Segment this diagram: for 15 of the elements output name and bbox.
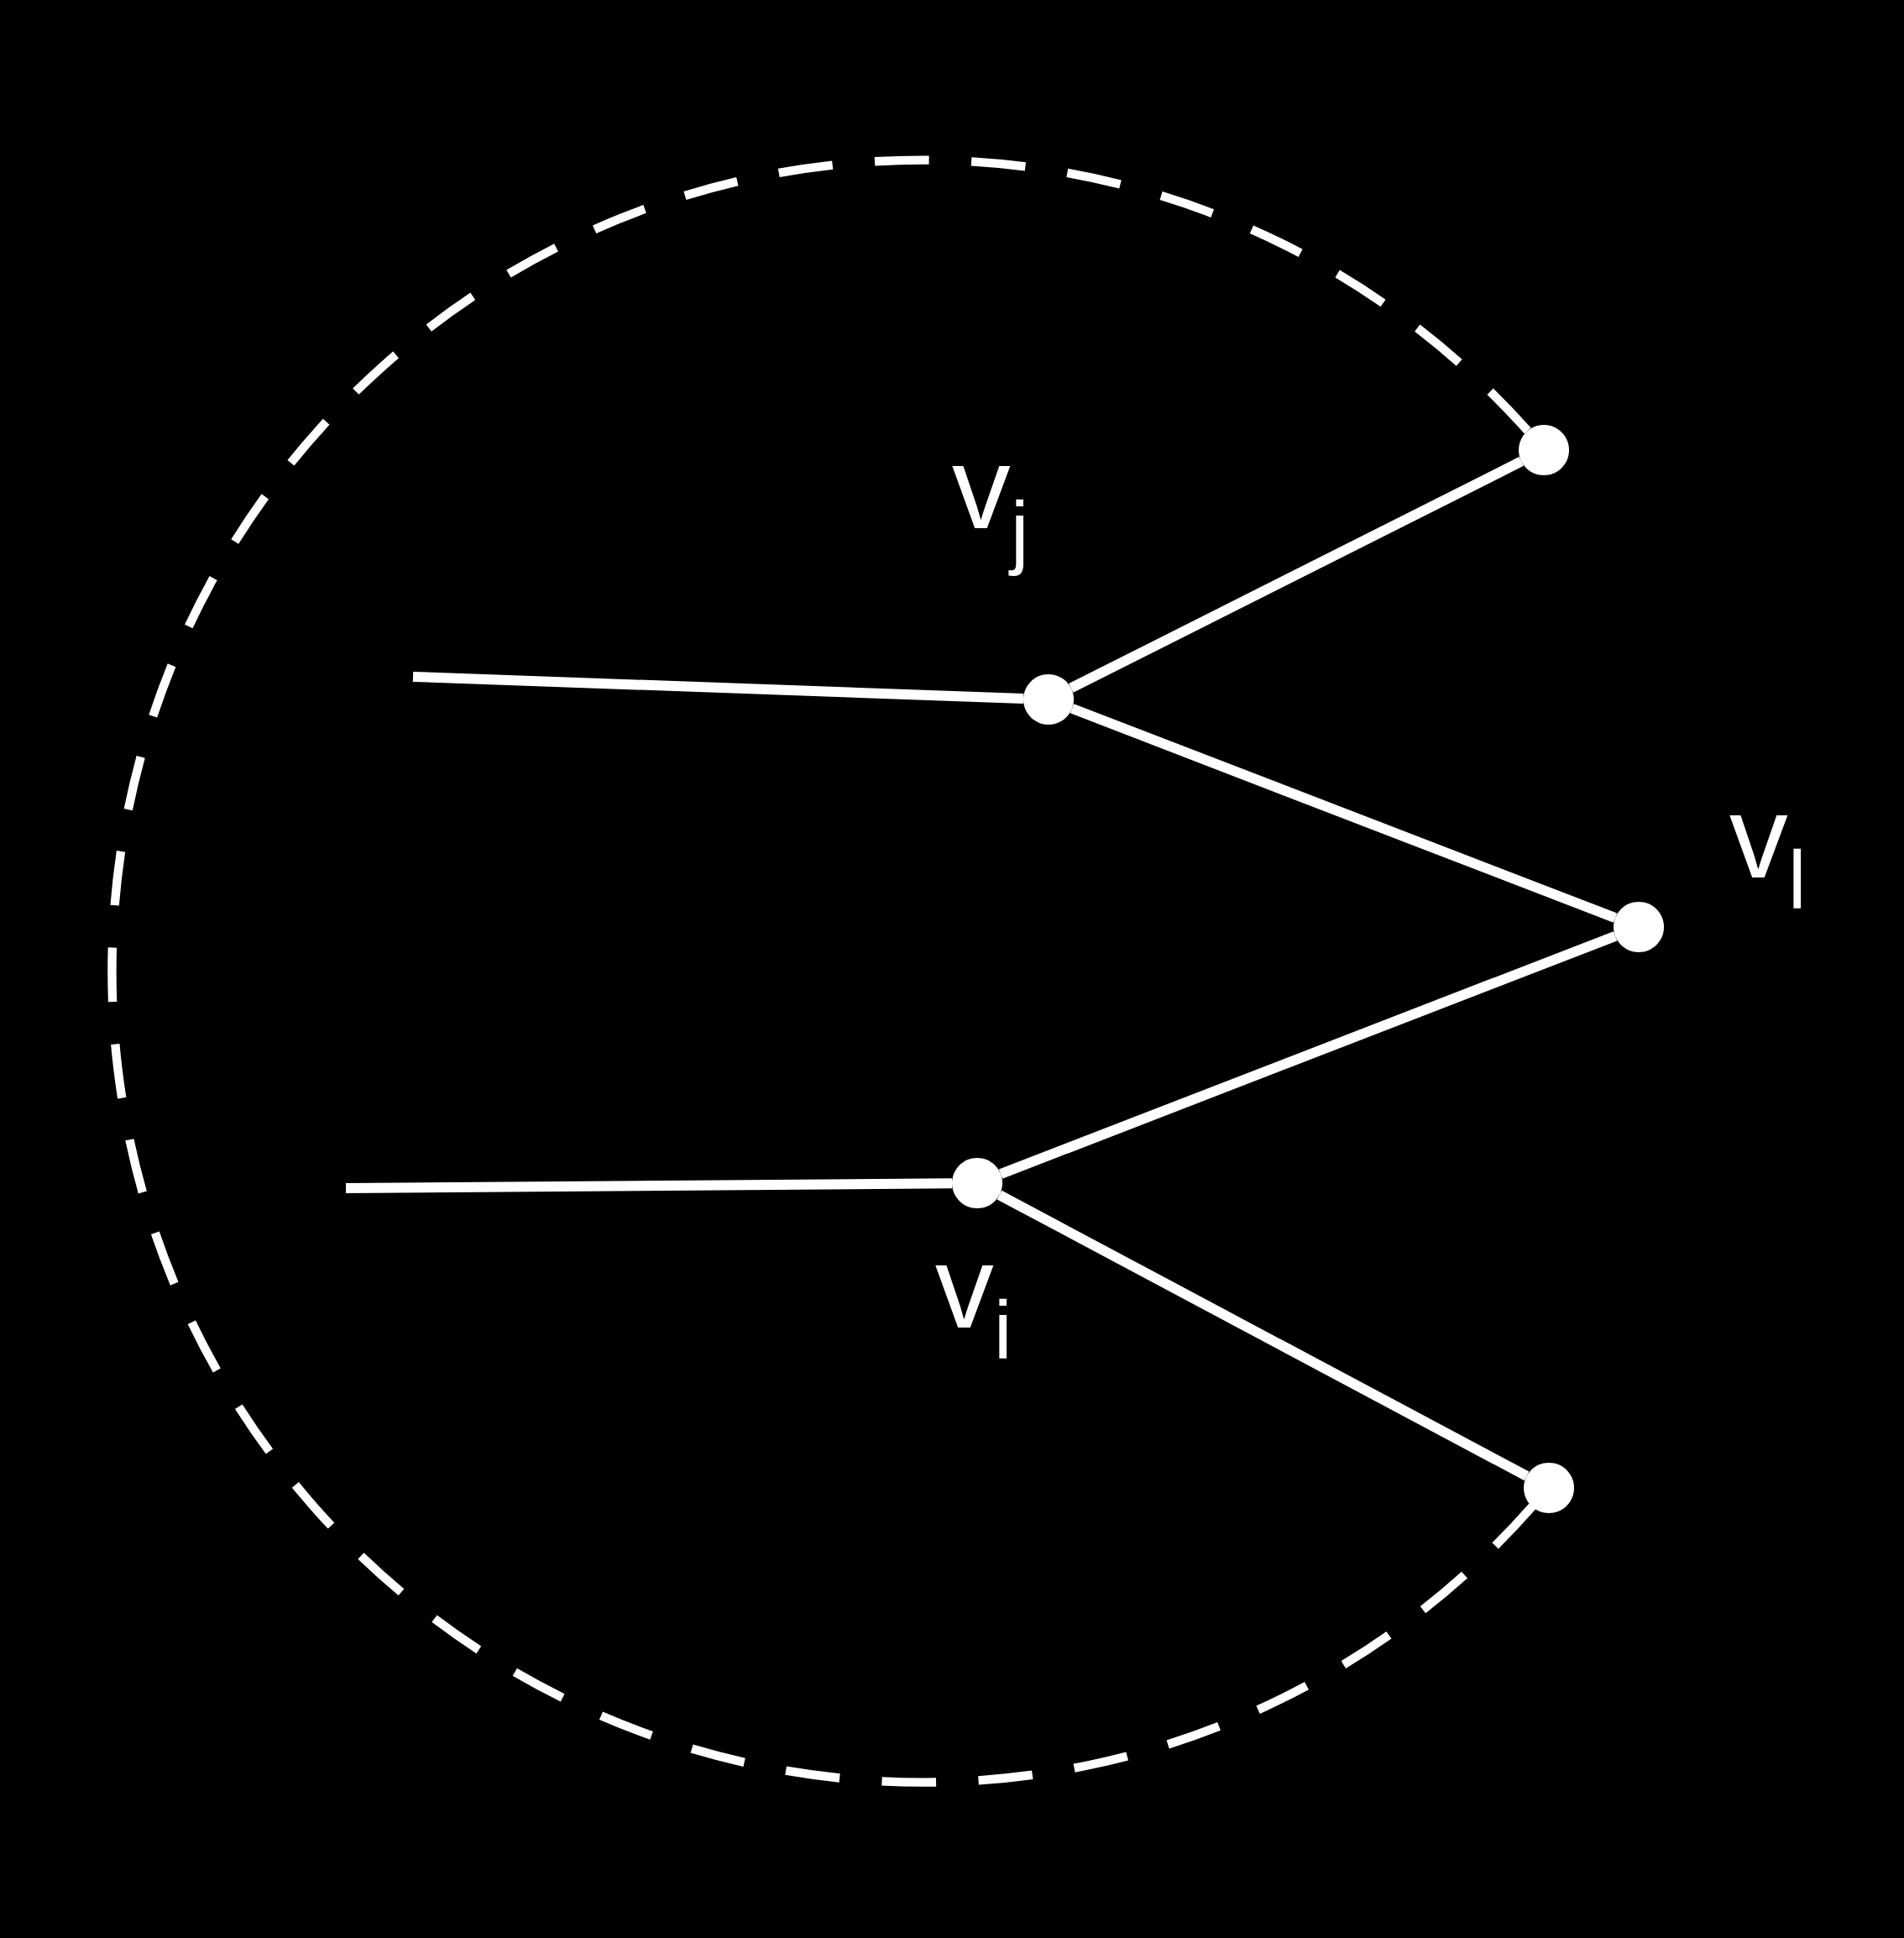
- connector-line: [996, 1190, 1530, 1481]
- vertex-label: v$_{l}$: [1729, 815, 1802, 909]
- vertex-dot: [1023, 674, 1074, 725]
- connector-line: [998, 931, 1618, 1179]
- vertex-label: v$_{i}$: [935, 1265, 1007, 1359]
- vertex-dot: [1614, 901, 1665, 952]
- dashed-arc: [109, 157, 1536, 1786]
- connector-line: [1069, 457, 1524, 693]
- vertex-dot: [1519, 424, 1570, 475]
- connector-line: [345, 1178, 953, 1193]
- vertex-dot: [952, 1157, 1002, 1208]
- connector-line: [1070, 704, 1618, 923]
- vertex-label: v$_{j}$: [952, 466, 1023, 577]
- vertex-dot: [1524, 1463, 1575, 1513]
- connector-line: [412, 671, 1024, 704]
